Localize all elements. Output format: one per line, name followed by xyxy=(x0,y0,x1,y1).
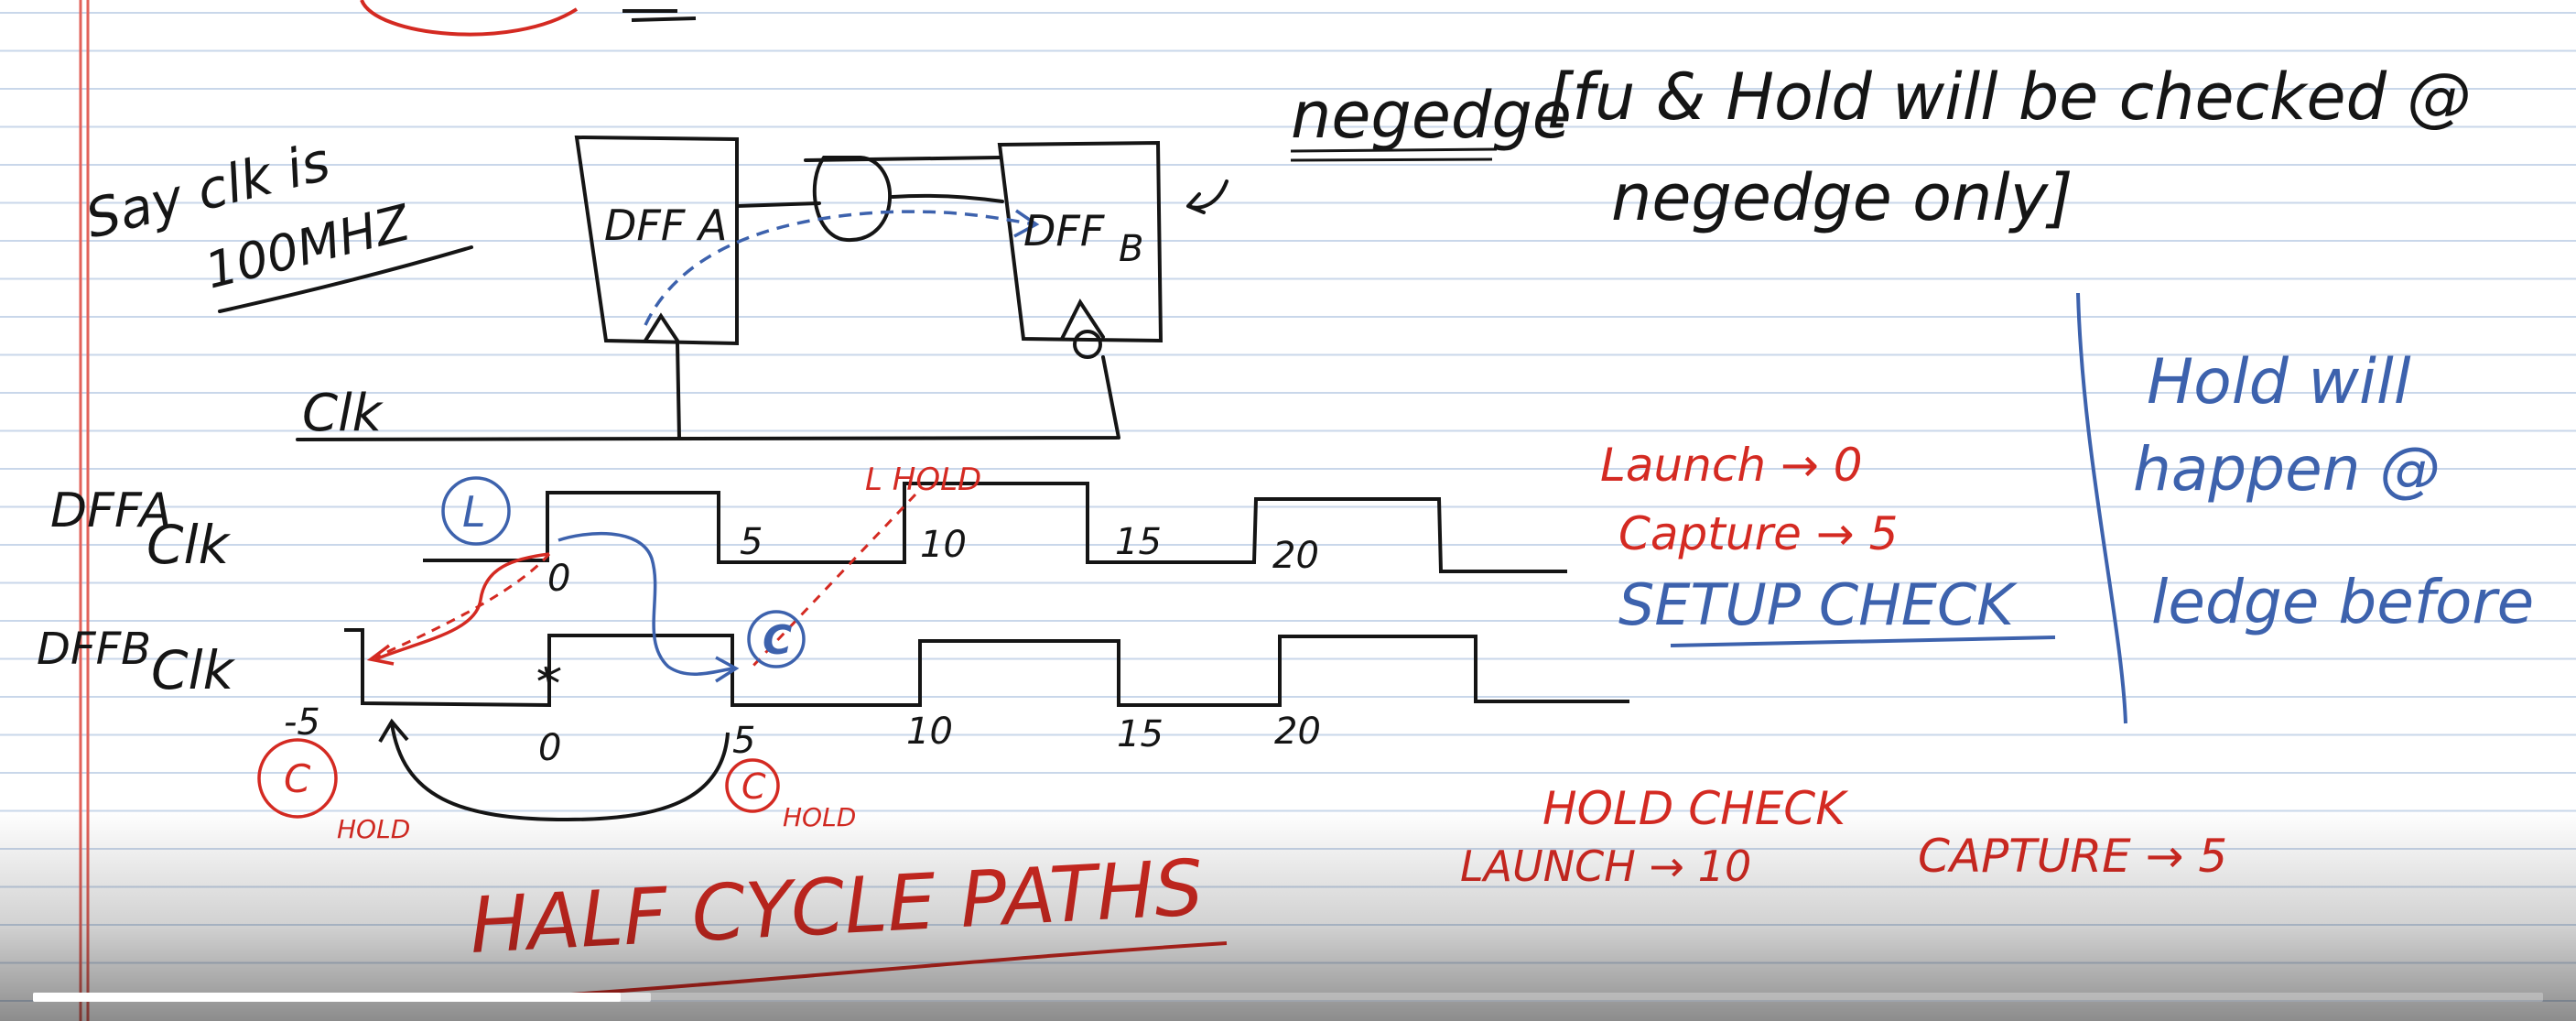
tick-a-15: 15 xyxy=(1115,521,1162,563)
wire-a-to-gate xyxy=(735,201,821,208)
setup-launch: Launch → 0 xyxy=(1600,439,1863,492)
launch-marker-circle xyxy=(441,476,511,546)
hook-arrow xyxy=(1186,179,1228,214)
waveform-a-label-2: Clk xyxy=(146,514,232,576)
cropped-black-marks xyxy=(622,9,697,22)
clock-net xyxy=(296,342,1120,441)
hold-check-launch: LAUNCH → 10 xyxy=(1460,842,1751,891)
top-note-line2: negedge only] xyxy=(1611,160,2073,235)
cropped-red-ellipse xyxy=(360,0,579,37)
tick-b-neg5: -5 xyxy=(284,701,320,744)
clk-net-label: Clk xyxy=(302,384,384,443)
vertical-divider xyxy=(2076,292,2127,724)
wire-gate-top xyxy=(804,156,1001,162)
tick-b-10: 10 xyxy=(906,711,953,753)
ticks-dffb: -5 0 5 10 15 20 xyxy=(284,701,1321,769)
tick-b-5: 5 xyxy=(732,720,755,762)
wire-gate-to-b xyxy=(891,193,1004,203)
dff-b-label: DFF xyxy=(1023,206,1105,255)
data-path-arrowhead xyxy=(1013,209,1040,238)
hold-arrow-dashed xyxy=(374,553,551,659)
tick-a-20: 20 xyxy=(1272,535,1319,577)
tick-a-5: 5 xyxy=(740,521,763,563)
setup-capture: Capture → 5 xyxy=(1618,507,1898,560)
top-note-line1: [fu & Hold will be checked @ xyxy=(1547,60,2471,135)
hold-capture-right-letter: C xyxy=(741,766,766,807)
setup-check-title: SETUP CHECK xyxy=(1618,571,2018,638)
hold-check-capture: CAPTURE → 5 xyxy=(1918,830,2227,883)
hold-launch-label: L HOLD xyxy=(865,462,981,498)
tick-b-0: 0 xyxy=(538,727,561,769)
progress-played xyxy=(33,993,621,1002)
hold-arrow xyxy=(374,552,550,661)
hold-capture-circle-right xyxy=(725,758,780,813)
waveform-dffa xyxy=(423,482,1567,573)
capture-marker-letter: C xyxy=(763,617,792,664)
dff-b-clock-triangle xyxy=(1060,299,1105,341)
dff-a-clock-triangle xyxy=(644,312,679,342)
hold-capture-left-letter: C xyxy=(284,756,311,801)
circuit xyxy=(218,135,1228,441)
ticks-dffa: 0 5 10 15 20 xyxy=(547,521,1319,600)
progress-bar[interactable] xyxy=(33,993,2543,1002)
waveform-b-label-1: DFFB xyxy=(37,624,151,675)
waveform-dffb xyxy=(344,628,1629,708)
arc-arrowhead xyxy=(378,718,409,744)
freq-underline xyxy=(218,245,473,313)
dff-b-box xyxy=(997,140,1164,343)
hold-arrowhead xyxy=(366,644,395,666)
launch-marker-letter: L xyxy=(462,487,486,537)
hold-check-title: HOLD CHECK xyxy=(1542,782,1849,835)
hold-dashed-line xyxy=(749,493,917,670)
hold-note-line3: ledge before xyxy=(2151,567,2534,637)
hold-capture-right-sub: HOLD xyxy=(783,802,856,832)
heading-underline xyxy=(516,941,1228,1000)
margin-line xyxy=(79,0,90,1021)
data-path-arrow xyxy=(644,210,1035,326)
negedge-word: negedge xyxy=(1291,78,1572,153)
ruled-lines xyxy=(0,12,2576,1002)
waveform-b-label-2: Clk xyxy=(151,639,236,701)
dff-b-subscript: B xyxy=(1119,228,1143,270)
hold-capture-circle-left xyxy=(257,738,338,819)
tick-b-20: 20 xyxy=(1274,711,1321,753)
half-cycle-arc xyxy=(390,722,730,822)
setup-underline xyxy=(1670,635,2056,647)
setup-arrowhead xyxy=(715,656,740,683)
negedge-underline xyxy=(1290,147,1498,162)
tick-a-10: 10 xyxy=(920,524,967,566)
dff-a-label: DFF A xyxy=(604,201,727,250)
capture-marker-circle xyxy=(747,610,806,668)
dff-b-inversion-bubble xyxy=(1073,330,1102,359)
hold-note-line2: happen @ xyxy=(2133,434,2440,505)
waveform-a-label-1: DFFA xyxy=(50,483,171,538)
hold-capture-left-sub: HOLD xyxy=(337,814,410,844)
hold-note-line1: Hold will xyxy=(2147,346,2411,418)
tick-b-15: 15 xyxy=(1117,713,1164,755)
tick-a-0: 0 xyxy=(547,558,570,600)
and-gate xyxy=(812,156,892,243)
setup-arrow xyxy=(557,531,733,676)
dff-a-box xyxy=(574,135,739,346)
